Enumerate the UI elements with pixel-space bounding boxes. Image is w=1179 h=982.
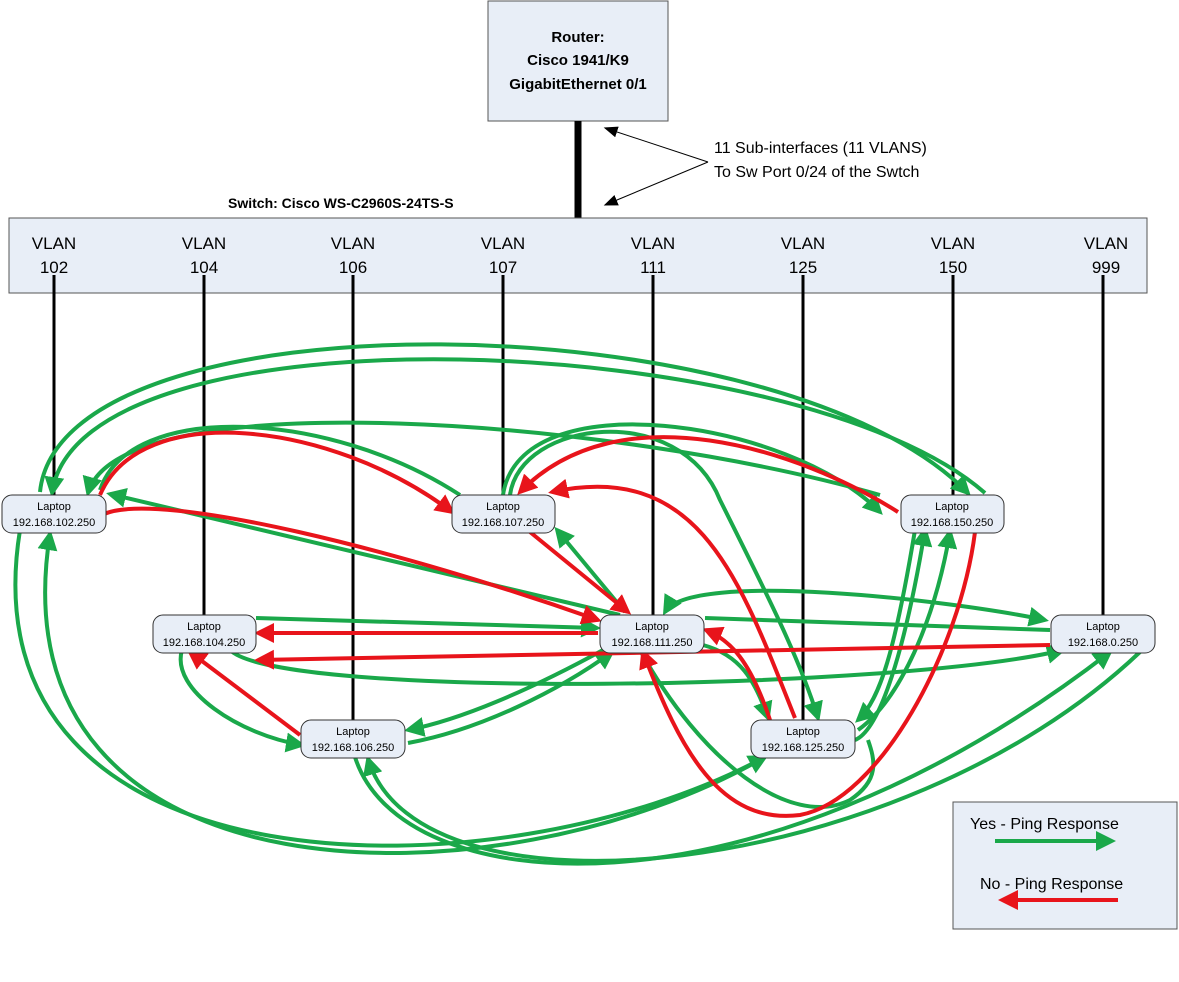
laptop-106[interactable]: Laptop 192.168.106.250 — [300, 719, 406, 759]
vlan-111-id: 111 — [640, 258, 666, 277]
callout-arrow-upper — [603, 126, 709, 163]
ping-no-106-to-104 — [186, 649, 302, 737]
vlan-106-id: 106 — [339, 258, 367, 277]
vlan-150-id: 150 — [939, 258, 967, 277]
ping-yes-125-to-102 — [37, 530, 766, 855]
legend-yes-label: Yes - Ping Response — [970, 816, 1119, 833]
ping-yes-150-to-125 — [855, 529, 917, 723]
laptop-111-name: Laptop — [635, 621, 669, 633]
ping-yes-125-to-150 — [854, 526, 933, 742]
ping-yes-999-to-106 — [363, 650, 1142, 863]
vlan-999-id: 999 — [1092, 258, 1120, 277]
ping-no-125-to-111 — [702, 626, 772, 721]
ping-no-125-to-107 — [548, 478, 797, 719]
router-interface: GigabitEthernet 0/1 — [509, 76, 647, 93]
ping-yes-999-to-111-b — [704, 616, 1051, 632]
laptop-999-ip: 192.168.0.250 — [1068, 637, 1138, 649]
laptop-125-ip: 192.168.125.250 — [762, 742, 845, 754]
router-title: Router: — [551, 29, 604, 46]
vlan-102-id: 102 — [40, 258, 68, 277]
laptop-104[interactable]: Laptop 192.168.104.250 — [152, 614, 257, 654]
ping-yes-104-to-106 — [178, 649, 306, 753]
vlan-102-label: VLAN — [32, 234, 76, 253]
vlan-104-label: VLAN — [182, 234, 226, 253]
vlan-125-id: 125 — [789, 258, 817, 277]
vlan-106-label: VLAN — [331, 234, 375, 253]
ping-yes-102-to-150 — [38, 342, 971, 496]
laptop-150-name: Laptop — [935, 501, 969, 513]
vlan-107-label: VLAN — [481, 234, 525, 253]
laptop-150-ip: 192.168.150.250 — [911, 517, 994, 529]
laptop-150[interactable]: Laptop 192.168.150.250 — [900, 494, 1005, 534]
vlan-links — [52, 275, 1105, 720]
ping-no-102-to-111 — [103, 506, 602, 625]
vlan-125-label: VLAN — [781, 234, 825, 253]
switch-box — [8, 217, 1148, 294]
laptop-107-name: Laptop — [486, 501, 520, 513]
laptop-106-ip: 192.168.106.250 — [312, 742, 395, 754]
vlan-104-id: 104 — [190, 258, 218, 277]
ping-no-102-to-107 — [98, 430, 456, 515]
laptop-125-name: Laptop — [786, 726, 820, 738]
ping-yes-111-to-106 — [404, 648, 604, 737]
trunk-note-line1: 11 Sub-interfaces (11 VLANS) — [714, 140, 927, 157]
ping-yes-104-to-111 — [255, 616, 601, 638]
trunk-note-line2: To Sw Port 0/24 of the Swtch — [714, 164, 919, 181]
laptop-106-name: Laptop — [336, 726, 370, 738]
ping-yes-arrows — [13, 342, 1142, 866]
router-box — [487, 0, 669, 122]
legend-box — [952, 801, 1178, 930]
legend-no-label: No - Ping Response — [980, 876, 1123, 893]
ping-yes-102-to-125 — [13, 529, 769, 848]
laptop-104-ip: 192.168.104.250 — [163, 637, 246, 649]
laptop-104-name: Laptop — [187, 621, 221, 633]
switch-label: Switch: Cisco WS-C2960S-24TS-S — [228, 195, 454, 211]
ping-no-107-to-111 — [528, 530, 632, 615]
ping-yes-104-to-999 — [228, 644, 1067, 686]
laptop-111-ip: 192.168.111.250 — [612, 637, 693, 649]
ping-yes-107-to-102 — [98, 424, 462, 497]
ping-yes-125-to-150-b — [856, 528, 958, 732]
vlan-107-id: 107 — [489, 258, 517, 277]
laptop-102-ip: 192.168.102.250 — [13, 517, 96, 529]
router-model: Cisco 1941/K9 — [527, 52, 629, 69]
laptop-999-name: Laptop — [1086, 621, 1120, 633]
vlan-150-label: VLAN — [931, 234, 975, 253]
laptop-125[interactable]: Laptop 192.168.125.250 — [750, 719, 856, 759]
laptop-107[interactable]: Laptop 192.168.107.250 — [451, 494, 556, 534]
laptop-102-name: Laptop — [37, 501, 71, 513]
ping-no-arrows — [98, 430, 1051, 818]
ping-no-150-to-107 — [517, 435, 900, 514]
ping-yes-106-to-111 — [407, 649, 616, 745]
ping-no-150-to-111 — [639, 531, 977, 818]
laptop-107-ip: 192.168.107.250 — [462, 517, 545, 529]
callout-arrow-lower — [603, 161, 709, 206]
laptop-999[interactable]: Laptop 192.168.0.250 — [1050, 614, 1156, 654]
ping-yes-107-to-125 — [508, 429, 823, 722]
vlan-labels: VLAN 102 VLAN 104 VLAN 106 VLAN 107 VLAN… — [32, 234, 1128, 277]
ping-yes-111-to-999 — [662, 588, 1049, 627]
vlan-999-label: VLAN — [1084, 234, 1128, 253]
legend: Yes - Ping Response No - Ping Response — [952, 801, 1178, 930]
laptop-102[interactable]: Laptop 192.168.102.250 — [1, 494, 107, 534]
laptop-111[interactable]: Laptop 192.168.111.250 — [599, 614, 705, 654]
vlan-111-label: VLAN — [631, 234, 675, 253]
